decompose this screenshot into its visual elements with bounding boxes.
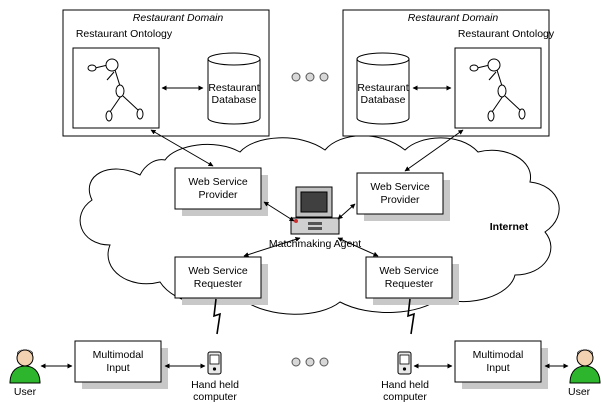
device-label-line2: computer — [193, 391, 237, 403]
ellipsis-dots-icon — [291, 357, 329, 367]
provider-label-line1: Web Service — [188, 176, 248, 188]
requester-left — [174, 256, 268, 305]
domain-title: Restaurant Domain — [132, 12, 224, 24]
database-label-line1: Restaurant — [208, 82, 260, 94]
provider-label-line1: Web Service — [370, 181, 430, 193]
multimodal-input-left — [74, 340, 168, 389]
handheld-icon — [207, 351, 222, 375]
user-label: User — [568, 386, 591, 398]
ontology-label: Restaurant Ontology — [75, 28, 173, 40]
internet-label: Internet — [489, 221, 529, 233]
computer-icon — [290, 186, 340, 235]
provider-right — [356, 172, 450, 221]
input-label-line2: Input — [486, 362, 510, 374]
ellipsis-dots-icon — [291, 72, 329, 82]
input-label-line1: Multimodal — [92, 349, 144, 361]
database-label-line2: Database — [211, 94, 257, 106]
requester-label-line1: Web Service — [188, 265, 248, 277]
database-label-line2: Database — [360, 94, 406, 106]
provider-label-line2: Provider — [380, 194, 420, 206]
domain-title: Restaurant Domain — [407, 12, 499, 24]
device-label-line1: Hand held — [381, 379, 429, 391]
requester-label-line2: Requester — [384, 278, 434, 290]
agent-label: Matchmaking Agent — [268, 238, 362, 250]
database-icon — [356, 52, 410, 125]
restaurant-domain-left — [62, 9, 270, 137]
user-icon — [9, 349, 41, 384]
device-label-line1: Hand held — [191, 379, 239, 391]
input-label-line1: Multimodal — [472, 349, 524, 361]
ontology-label: Restaurant Ontology — [457, 28, 555, 40]
wireless-link-right — [407, 298, 415, 335]
device-label-line2: computer — [383, 391, 427, 403]
restaurant-domain-right — [342, 9, 550, 137]
requester-label-line2: Requester — [193, 278, 243, 290]
user-icon — [569, 349, 601, 384]
ontology-tree-icon — [469, 58, 526, 122]
multimodal-input-right — [454, 340, 548, 389]
requester-label-line1: Web Service — [379, 265, 439, 277]
handheld-icon — [397, 351, 412, 375]
provider-label-line2: Provider — [198, 189, 238, 201]
wireless-link-left — [213, 298, 221, 335]
user-label: User — [13, 386, 37, 398]
input-label-line2: Input — [106, 362, 130, 374]
ontology-tree-icon — [87, 58, 144, 122]
database-label-line1: Restaurant — [357, 82, 409, 94]
database-icon — [207, 52, 261, 125]
requester-right — [365, 256, 459, 305]
provider-left — [174, 167, 268, 216]
